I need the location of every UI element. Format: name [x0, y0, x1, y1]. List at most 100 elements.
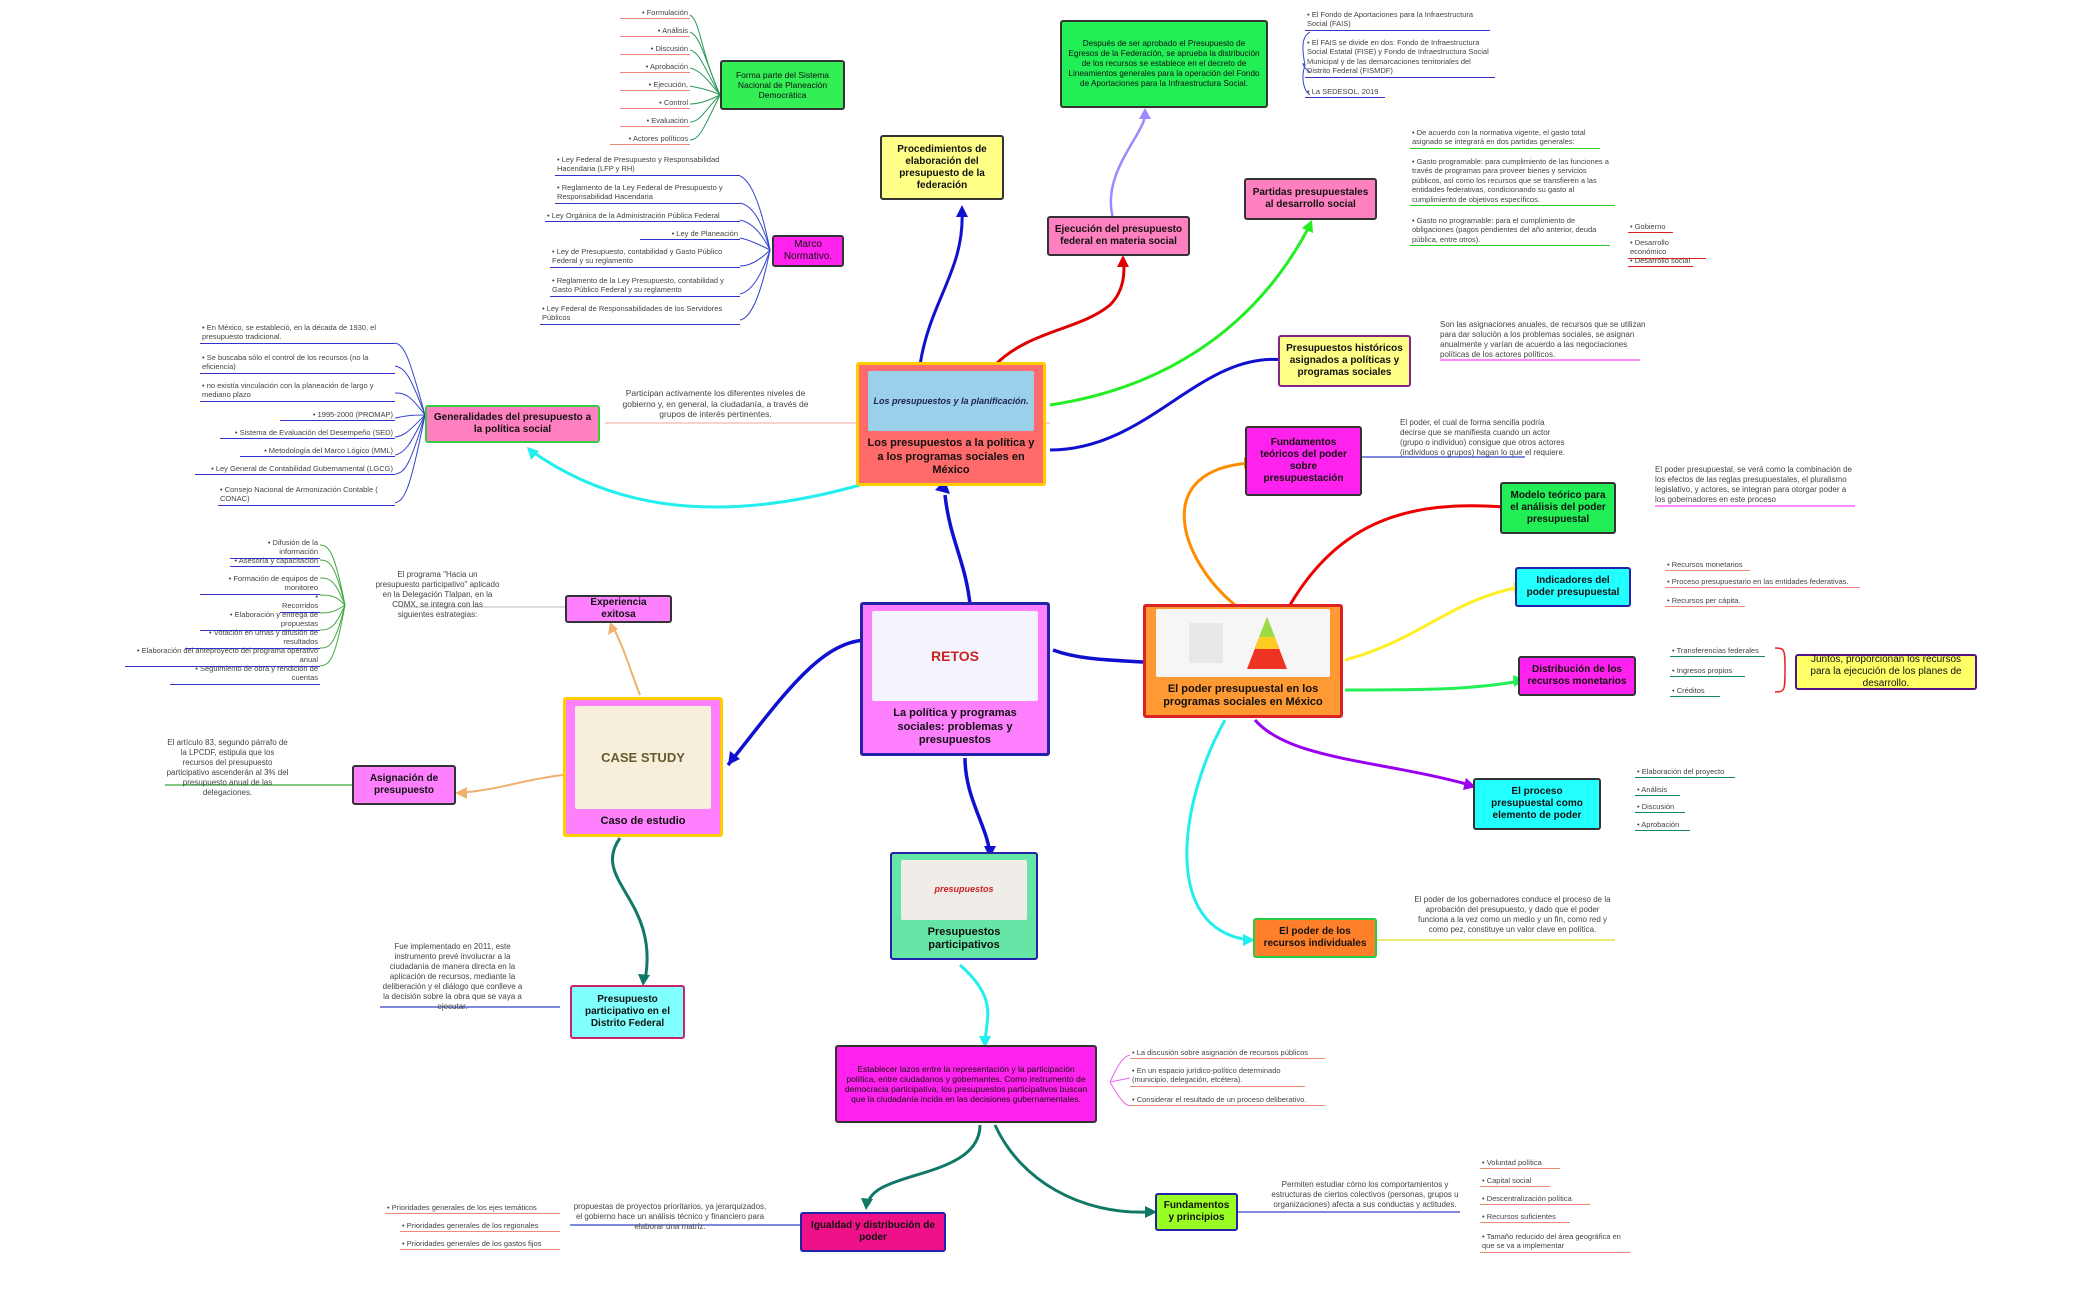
- generalidades-item: • 1995-2000 (PROMAP): [280, 410, 395, 422]
- participativo-df-node[interactable]: Presupuesto participativo en el Distrito…: [570, 985, 685, 1039]
- procedimientos-label: Procedimientos de elaboración del presup…: [897, 143, 987, 191]
- case-study-image: CASE STUDY: [574, 706, 712, 809]
- establecer-item: • Considerar el resultado de un proceso …: [1130, 1095, 1325, 1107]
- proceso-item: • Análisis: [1635, 785, 1680, 797]
- experiencia-item: • Formación de equipos de monitoreo: [200, 574, 320, 595]
- case-study-caption: CASE STUDY: [601, 749, 685, 765]
- generalidades-item: • no existía vinculación con la planeaci…: [200, 381, 395, 402]
- experiencia-label: Experiencia exitosa: [590, 597, 647, 620]
- historicos-note: Son las asignaciones anuales, de recurso…: [1440, 320, 1646, 359]
- procedimientos-node[interactable]: Procedimientos de elaboración del presup…: [880, 135, 1004, 200]
- igualdad-node[interactable]: Igualdad y distribución de poder: [800, 1212, 946, 1252]
- principios-note: Permiten estudiar cómo los comportamient…: [1271, 1180, 1459, 1209]
- partidas-sub-item: • Desarrollo económico: [1628, 238, 1706, 259]
- generalidades-item: • Metodología del Marco Lógico (MML): [240, 446, 395, 458]
- indicadores-item: • Recursos per cápita.: [1665, 596, 1745, 608]
- experiencia-item: • Recorridos: [280, 592, 320, 613]
- igualdad-label: Igualdad y distribución de poder: [811, 1220, 935, 1243]
- sistema-item: • Ejecución,: [620, 80, 690, 92]
- sistema-node[interactable]: Forma parte del Sistema Nacional de Plan…: [720, 60, 845, 110]
- generalidades-item: • En México, se estableció, en la década…: [200, 323, 395, 344]
- igualdad-item: • Prioridades generales de los gastos fi…: [400, 1239, 560, 1251]
- partidas-item: • De acuerdo con la normativa vigente, e…: [1410, 128, 1600, 149]
- experiencia-item: • Elaboración y entrega de propuestas: [200, 610, 320, 631]
- participativo-df-label: Presupuesto participativo en el Distrito…: [584, 994, 671, 1029]
- proceso-label: El proceso presupuestal como elemento de…: [1491, 786, 1583, 821]
- principios-item: • Recursos suficientes: [1480, 1212, 1570, 1224]
- experiencia-note: El programa "Hacia un presupuesto partic…: [375, 570, 500, 619]
- principios-item: • Descentralización política: [1480, 1194, 1590, 1206]
- left-main-label: Caso de estudio: [600, 814, 686, 827]
- marco-node[interactable]: Marco Normativo.: [772, 235, 844, 267]
- principios-item: • Voluntad política: [1480, 1158, 1560, 1170]
- presupuestos-image-caption: Los presupuestos y la planificación.: [873, 395, 1029, 406]
- experiencia-item: • Seguimiento de obra y rendición de cue…: [170, 664, 320, 685]
- proceso-node[interactable]: El proceso presupuestal como elemento de…: [1473, 778, 1601, 830]
- bottom-main-node[interactable]: presupuestos Presupuestos participativos: [890, 852, 1038, 960]
- modelo-label: Modelo teórico para el análisis del pode…: [1510, 490, 1606, 525]
- participativos-image: presupuestos: [900, 860, 1028, 920]
- left-main-node[interactable]: CASE STUDY Caso de estudio: [563, 697, 723, 837]
- establecer-node[interactable]: Establecer lazos entre la representación…: [835, 1045, 1097, 1123]
- top-main-node[interactable]: Los presupuestos y la planificación. Los…: [856, 362, 1046, 486]
- presupuestos-image: Los presupuestos y la planificación.: [868, 371, 1034, 432]
- indicadores-node[interactable]: Indicadores del poder presupuestal: [1515, 567, 1631, 607]
- bottom-main-label: Presupuestos participativos: [927, 925, 1001, 951]
- participativo-df-note: Fue implementado en 2011, este instrumen…: [382, 942, 523, 1011]
- sistema-label: Forma parte del Sistema Nacional de Plan…: [735, 69, 830, 101]
- generalidades-node[interactable]: Generalidades del presupuesto a la polít…: [425, 405, 600, 443]
- despues-item: • El Fondo de Aportaciones para la Infra…: [1305, 10, 1490, 31]
- despues-node[interactable]: Después de ser aprobado el Presupuesto d…: [1060, 20, 1268, 108]
- asignacion-node[interactable]: Asignación de presupuesto: [352, 765, 456, 805]
- marco-item: • Ley Federal de Responsabilidades de lo…: [540, 304, 740, 325]
- partidas-sub-item: • Desarrollo social: [1628, 256, 1693, 268]
- asignacion-label: Asignación de presupuesto: [369, 773, 439, 796]
- sistema-item: • Evaluación: [620, 116, 690, 128]
- sistema-item: • Análisis: [620, 26, 690, 38]
- generalidades-item: • Ley General de Contabilidad Gubernamen…: [195, 464, 395, 476]
- distribucion-item: • Créditos: [1670, 686, 1720, 698]
- juntos-label: Juntos, proporcionan los recursos para l…: [1810, 654, 1962, 689]
- distribucion-node[interactable]: Distribución de los recursos monetarios: [1518, 656, 1636, 696]
- retos-image: RETOS: [872, 611, 1038, 702]
- marco-item: • Reglamento de la Ley Presupuesto, cont…: [550, 276, 740, 297]
- establecer-label: Establecer lazos entre la representación…: [844, 1063, 1088, 1105]
- establecer-item: • En un espacio jurídico-político determ…: [1130, 1066, 1305, 1087]
- pyramid-image: [1155, 608, 1331, 677]
- generalidades-note: Participan activamente los diferentes ni…: [622, 388, 809, 420]
- principios-node[interactable]: Fundamentos y principios: [1155, 1193, 1238, 1231]
- sistema-item: • Discusión: [620, 44, 690, 56]
- modelo-node[interactable]: Modelo teórico para el análisis del pode…: [1500, 482, 1616, 534]
- ejecucion-label: Ejecución del presupuesto federal en mat…: [1054, 224, 1183, 247]
- indicadores-item: • Recursos monetarios: [1665, 560, 1750, 572]
- marco-item: • Ley Orgánica de la Administración Públ…: [545, 211, 740, 223]
- principios-label: Fundamentos y principios: [1163, 1200, 1230, 1223]
- center-node[interactable]: RETOS La política y programas sociales: …: [860, 602, 1050, 756]
- right-main-label: El poder presupuestal en los programas s…: [1163, 682, 1323, 708]
- center-label: La política y programas sociales: proble…: [893, 707, 1017, 746]
- experiencia-node[interactable]: Experiencia exitosa: [565, 595, 672, 623]
- experiencia-item: • Difusión de la información: [230, 538, 320, 559]
- fundamentos-node[interactable]: Fundamentos teóricos del poder sobre pre…: [1245, 426, 1362, 496]
- despues-item: • La SEDESOL, 2019: [1305, 87, 1385, 99]
- generalidades-label: Generalidades del presupuesto a la polít…: [433, 412, 592, 435]
- pyramid-icon: [1189, 616, 1287, 669]
- sistema-item: • Control: [620, 98, 690, 110]
- experiencia-item: • Votación en urnas y difusión de result…: [185, 628, 320, 649]
- indicadores-item: • Proceso presupuestario en las entidade…: [1665, 577, 1860, 589]
- individuales-node[interactable]: El poder de los recursos individuales: [1253, 918, 1377, 958]
- historicos-node[interactable]: Presupuestos históricos asignados a polí…: [1278, 335, 1411, 387]
- generalidades-item: • Sistema de Evaluación del Desempeño (S…: [220, 428, 395, 440]
- despues-item: • El FAIS se divide en dos: Fondo de Inf…: [1305, 38, 1495, 78]
- juntos-node[interactable]: Juntos, proporcionan los recursos para l…: [1795, 654, 1977, 690]
- despues-label: Después de ser aprobado el Presupuesto d…: [1068, 39, 1260, 88]
- igualdad-note: propuestas de proyectos prioritarios, ya…: [573, 1202, 767, 1231]
- right-main-node[interactable]: El poder presupuestal en los programas s…: [1143, 604, 1343, 718]
- ejecucion-node[interactable]: Ejecución del presupuesto federal en mat…: [1047, 216, 1190, 256]
- partidas-node[interactable]: Partidas presupuestales al desarrollo so…: [1244, 178, 1377, 220]
- igualdad-item: • Prioridades generales de los ejes temá…: [385, 1203, 560, 1215]
- proceso-item: • Elaboración del proyecto: [1635, 767, 1735, 779]
- principios-item: • Tamaño reducido del área geográfica en…: [1480, 1232, 1630, 1253]
- distribucion-item: • Ingresos propios: [1670, 666, 1745, 678]
